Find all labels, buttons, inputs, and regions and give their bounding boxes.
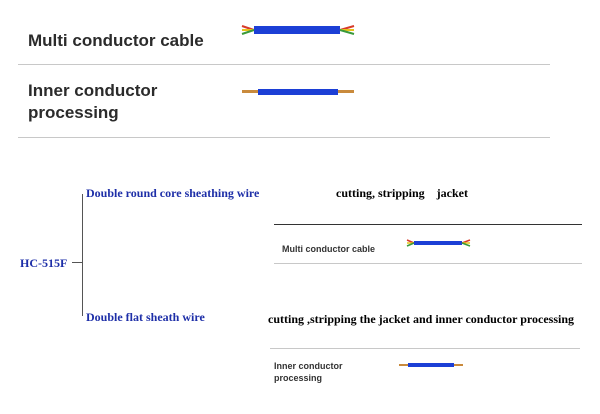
process-bottom-label: cutting ,stripping the jacket and inner …: [268, 312, 575, 326]
tree-vertical-line: [82, 194, 83, 316]
panel-top-cable-icon: [406, 239, 471, 247]
inner-conductor-label: Inner conductor processing: [28, 80, 157, 124]
inner-conductor-cable-icon: [242, 89, 354, 95]
multi-conductor-label: Multi conductor cable: [28, 31, 204, 50]
inner-conductor-label-line2: processing: [28, 103, 119, 122]
panel-bottom-label-line2: processing: [274, 373, 323, 383]
inner-conductor-label-line1: Inner conductor: [28, 81, 158, 100]
model-connector: [72, 262, 82, 263]
panel-bottom-label-line1: Inner conductor: [274, 361, 343, 371]
panel-bottom-label: Inner conductor processing: [274, 360, 343, 384]
panel-top-border: [274, 224, 582, 225]
branch-bottom-label: Double flat sheath wire: [86, 310, 205, 324]
multi-conductor-cable-icon: [241, 25, 355, 35]
panel-top-label: Multi conductor cable: [282, 244, 376, 254]
panel-top-divider: [274, 263, 582, 264]
top-divider-1: [18, 64, 550, 65]
top-divider-2: [18, 137, 550, 138]
branch-top-label: Double round core sheathing wire: [86, 186, 260, 200]
process-top-label: cutting, stripping jacket: [336, 186, 468, 200]
model-label: HC-515F: [20, 256, 68, 270]
panel-bottom-top-rule: [270, 348, 580, 349]
panel-bottom-cable-icon: [399, 363, 463, 367]
